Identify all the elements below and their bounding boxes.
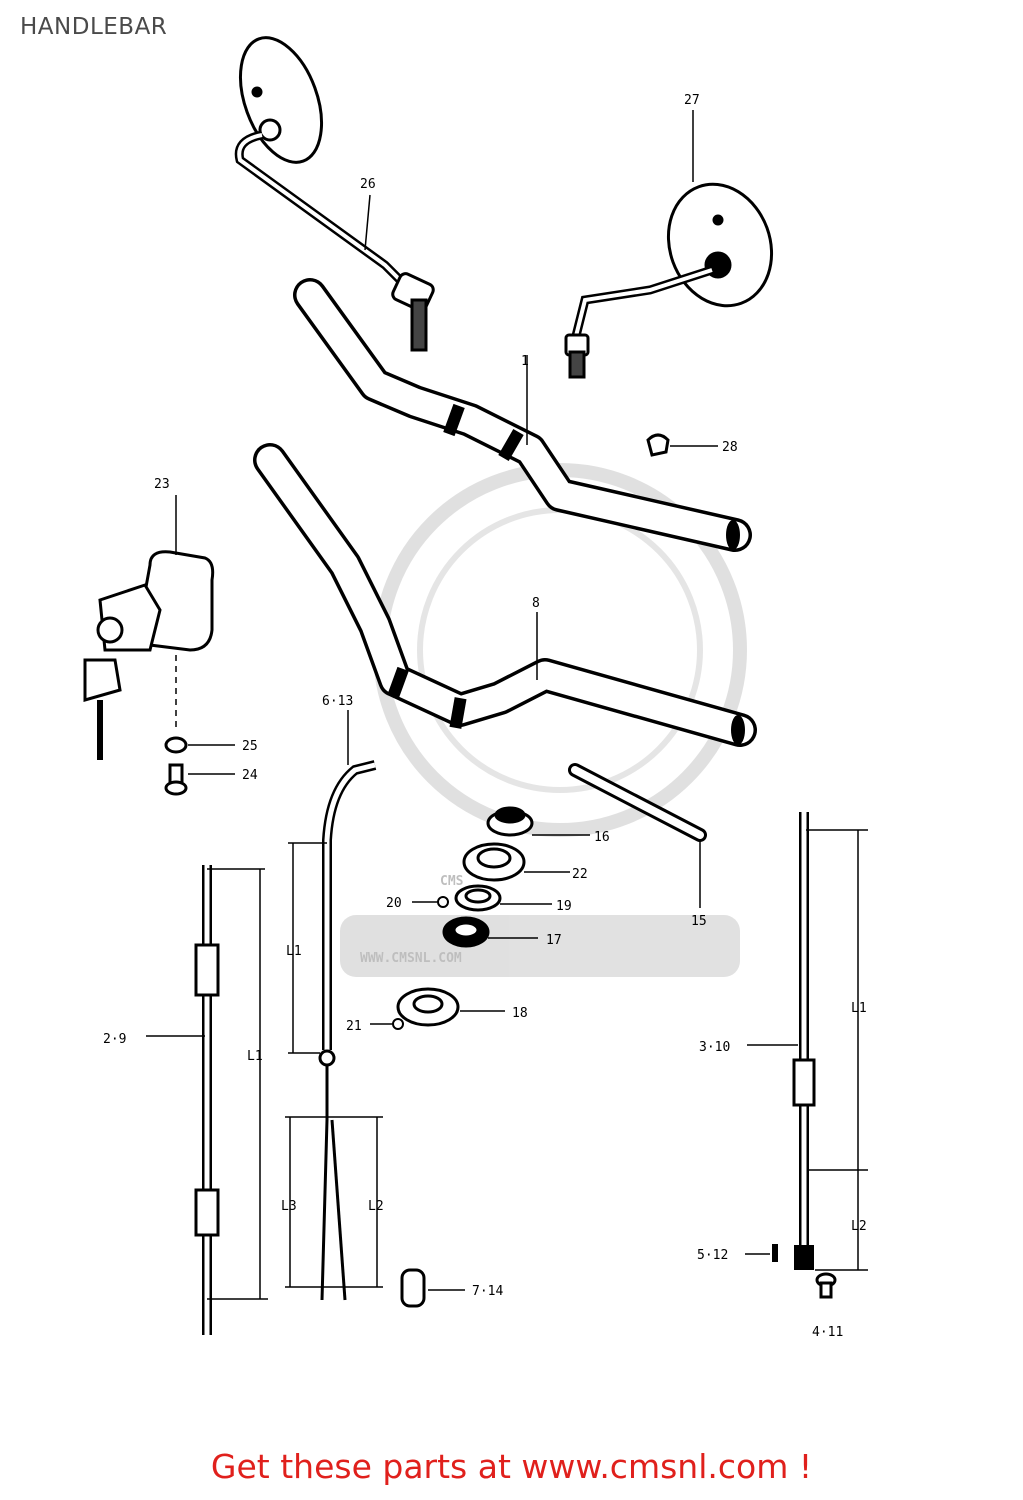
- label-part-25: 25: [242, 739, 258, 754]
- label-part-6-13: 6·13: [322, 694, 353, 709]
- watermark-brand: CMS: [440, 874, 464, 889]
- label-part-2-9: 2·9: [103, 1032, 126, 1047]
- cable-2-9: [146, 865, 268, 1335]
- bolt-24: [164, 763, 235, 796]
- mirror-left-26: [234, 36, 435, 352]
- throttle-cable-6-13: [285, 710, 383, 1301]
- race-18: [396, 987, 505, 1027]
- dim-label-l2-mid: L2: [368, 1199, 384, 1214]
- label-part-16: 16: [594, 830, 610, 845]
- label-part-24: 24: [242, 768, 258, 783]
- label-part-5-12: 5·12: [697, 1248, 728, 1263]
- steering-stem-15: [568, 763, 707, 908]
- label-part-4-11: 4·11: [812, 1325, 843, 1340]
- washer-25: [164, 736, 235, 754]
- ball-21: [370, 1018, 404, 1030]
- race-22: [462, 842, 570, 882]
- label-part-3-10: 3·10: [699, 1040, 730, 1055]
- cone-17: [442, 916, 538, 948]
- dim-label-l1-left: L1: [247, 1049, 263, 1064]
- page-title: HANDLEBAR: [20, 14, 168, 40]
- label-part-19: 19: [556, 899, 572, 914]
- label-part-8: 8: [532, 596, 540, 611]
- ball-20: [412, 896, 449, 908]
- footer-link[interactable]: Get these parts at www.cmsnl.com !: [210, 1447, 813, 1486]
- handlebar-1: [293, 278, 752, 552]
- label-part-27: 27: [684, 93, 700, 108]
- label-part-17: 17: [546, 933, 562, 948]
- label-part-23: 23: [154, 477, 170, 492]
- dim-label-l3-mid: L3: [281, 1199, 297, 1214]
- label-part-28: 28: [722, 440, 738, 455]
- dim-label-l1-mid: L1: [286, 944, 302, 959]
- mirror-right-27: [564, 182, 774, 379]
- leader-26: [364, 194, 371, 251]
- label-part-22: 22: [572, 867, 588, 882]
- cable-3-10: [747, 812, 868, 1271]
- ignition-switch-23: [83, 550, 215, 760]
- label-part-18: 18: [512, 1006, 528, 1021]
- dim-label-l2-right: L2: [851, 1219, 867, 1234]
- race-19: [454, 884, 552, 912]
- label-part-7-14: 7·14: [472, 1284, 503, 1299]
- label-part-26: 26: [360, 177, 376, 192]
- dim-label-l1-right: L1: [851, 1001, 867, 1016]
- label-part-15: 15: [691, 914, 707, 929]
- stem-nut-16: [486, 806, 590, 837]
- label-part-21: 21: [346, 1019, 362, 1034]
- label-part-20: 20: [386, 896, 402, 911]
- cap-28: [646, 433, 718, 457]
- screw-4-11: [815, 1272, 837, 1299]
- watermark-url: WWW.CMSNL.COM: [360, 951, 462, 966]
- label-part-1: 1: [521, 354, 529, 369]
- cap-7-14: [400, 1268, 465, 1308]
- pin-5-12: [745, 1244, 778, 1262]
